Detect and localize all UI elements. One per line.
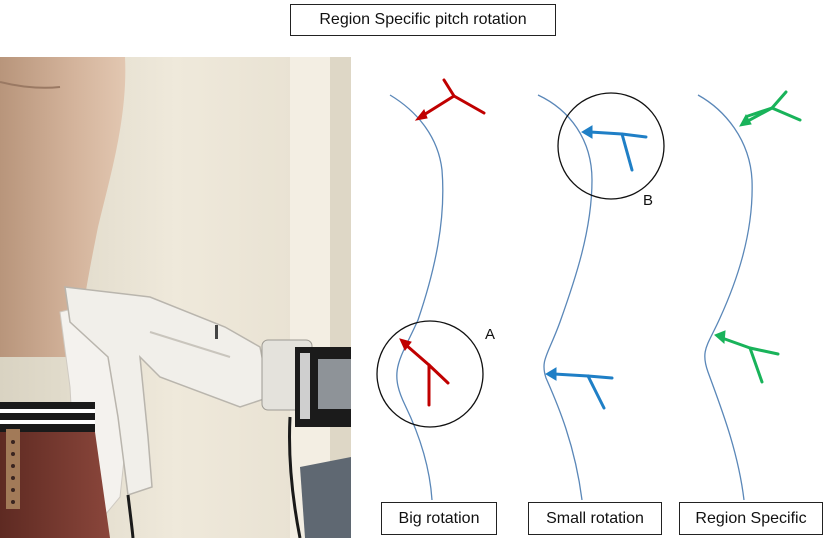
- highlight-circle-a: [376, 320, 484, 428]
- spine-curve-region-specific: [697, 94, 753, 500]
- probe-arrow-big-rotation-lower: [399, 338, 450, 407]
- probe-arrow-small-rotation-lower: [545, 367, 614, 410]
- label-region-specific: Region Specific: [679, 502, 823, 535]
- probe-arrow-small-rotation-upper: [581, 125, 648, 172]
- highlight-circle-b: [557, 92, 665, 200]
- marker-a-label: A: [485, 326, 496, 343]
- figure-title: Region Specific pitch rotation: [290, 4, 556, 36]
- probe-arrow-big-rotation-upper: [414, 78, 486, 121]
- spine-curve-big-rotation: [389, 94, 444, 500]
- photo-robot-probe-on-back: [0, 57, 351, 538]
- label-small-rotation: Small rotation: [528, 502, 662, 535]
- probe-arrow-region-specific-lower: [714, 330, 780, 384]
- probe-arrow-region-specific-upper: [739, 90, 802, 127]
- spine-curve-small-rotation: [537, 94, 593, 500]
- spine-rotation-diagram: [376, 78, 802, 500]
- marker-b-label: B: [643, 192, 654, 209]
- label-big-rotation: Big rotation: [381, 502, 497, 535]
